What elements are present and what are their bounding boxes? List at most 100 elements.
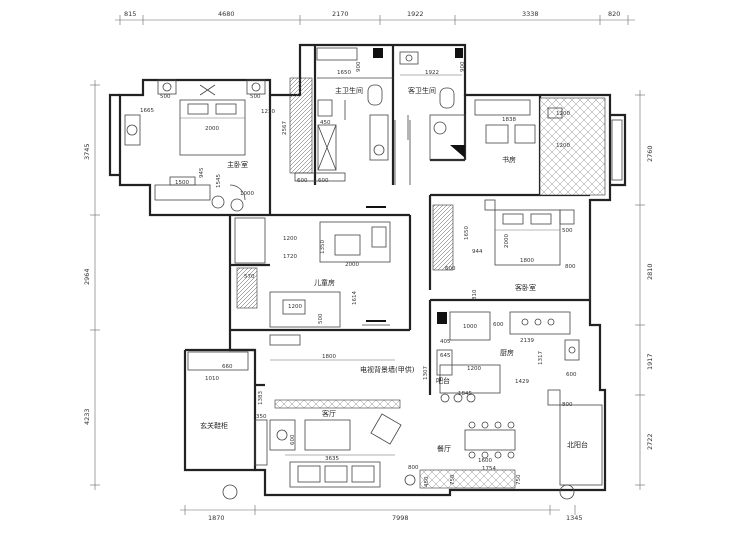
dim-3635: 3635 — [325, 456, 339, 462]
living-room-label: 客厅 — [322, 409, 336, 418]
top-dim-6: 820 — [608, 10, 620, 18]
dim-1800b: 1800 — [520, 258, 534, 264]
guest-bed — [494, 209, 561, 266]
children-desk — [234, 217, 266, 264]
dim-1383: 1383 — [258, 391, 264, 405]
master-bath-label: 主卫生间 — [335, 86, 363, 95]
armchair — [124, 114, 141, 146]
tv-wall-area: 1800 电视背景墙(甲供) — [269, 120, 415, 374]
exterior-walls — [108, 43, 627, 497]
dim-800c: 800 — [408, 465, 419, 471]
left-dim-1: 3745 — [83, 143, 91, 160]
bar-label: 吧台 — [436, 376, 450, 385]
dim-944: 944 — [472, 249, 483, 255]
dim-1307: 1307 — [423, 366, 429, 380]
dim-1720: 1720 — [283, 254, 297, 260]
dim-1200d: 1200 — [288, 304, 302, 310]
left-dim-3: 4233 — [83, 408, 91, 425]
dim-600e: 600 — [566, 372, 577, 378]
right-dim-4: 2722 — [646, 433, 654, 450]
dim-1650: 1650 — [337, 70, 351, 76]
bar-area: 吧台 1307 1845 1429 — [423, 364, 529, 403]
living-room: 客厅 3635 — [274, 399, 402, 488]
dim-1922: 1922 — [425, 70, 439, 76]
sink-guest-top — [399, 51, 419, 65]
dim-660: 660 — [222, 364, 233, 370]
left-dim-2: 2964 — [83, 268, 91, 285]
left-dimension-line: 3745 2964 4233 — [83, 80, 100, 490]
dim-1545: 1545 — [216, 174, 222, 188]
dim-2567: 2567 — [282, 121, 288, 135]
dim-750b: 750 — [516, 474, 522, 485]
corridor-markers — [344, 100, 409, 326]
top-dim-3: 2170 — [332, 10, 349, 18]
dining-room-label: 餐厅 — [437, 444, 451, 453]
tv-wall-label: 电视背景墙(甲供) — [360, 365, 415, 374]
shoe-cabinet — [187, 351, 249, 371]
study-label: 书房 — [502, 155, 516, 164]
bottom-dim-2: 7998 — [392, 514, 409, 522]
top-dimension-line: 815 4680 2170 1922 3338 820 — [115, 10, 635, 25]
dim-1000: 1000 — [240, 191, 254, 197]
master-bathroom: 主卫生间 1650 900 450 — [316, 47, 393, 171]
vanity-master — [369, 114, 389, 161]
bottom-dim-1: 1870 — [208, 514, 225, 522]
dim-2000b: 2000 — [345, 262, 359, 268]
dim-800a: 800 — [565, 264, 576, 270]
guest-bedroom: 客卧室 500 1650 944 2000 1800 800 600 810 — [432, 199, 591, 300]
bottom-dimension-line: 1870 7998 1345 — [180, 505, 583, 522]
master-bedroom-label: 主卧室 — [227, 160, 248, 169]
right-dim-2: 2810 — [646, 263, 654, 280]
dim-600c: 600 — [445, 266, 456, 272]
closet-strip: 2567 600 600 — [282, 77, 346, 184]
kitchen-counter-left — [449, 311, 491, 341]
dim-500d: 500 — [562, 228, 573, 234]
top-dim-4: 1922 — [407, 10, 424, 18]
dim-450b: 450 — [424, 476, 430, 487]
top-dim-2: 4680 — [218, 10, 235, 18]
entrance: 玄关鞋柜 660 1010 1383 350 600 — [187, 351, 296, 500]
children-bed — [319, 221, 391, 263]
kitchen: 厨房 1000 405 600 2139 645 1317 1200 600 — [436, 311, 580, 378]
dim-350: 350 — [256, 414, 267, 420]
right-dimension-line: 2760 2810 1917 2722 — [635, 90, 654, 490]
study-bookshelf-grid — [539, 97, 606, 196]
master-bedroom: 主卧室 500 500 1665 2000 1230 945 1500 1545… — [124, 79, 275, 212]
dim-1230: 1230 — [261, 109, 275, 115]
dim-2000a: 2000 — [205, 126, 219, 132]
dim-450: 450 — [320, 120, 331, 126]
entry-door-swing — [222, 484, 238, 500]
children-room-label: 儿童房 — [314, 278, 335, 287]
dim-500b: 500 — [250, 94, 261, 100]
dim-1200b: 1200 — [556, 143, 570, 149]
dim-750: 750 — [450, 474, 456, 485]
dim-600d: 600 — [493, 322, 504, 328]
wardrobe-master — [154, 184, 211, 201]
guest-wardrobe — [432, 204, 454, 271]
living-armchair — [370, 413, 402, 445]
north-balcony-label: 北阳台 — [567, 440, 588, 449]
dining-table — [464, 429, 516, 451]
living-sofa — [289, 461, 381, 488]
dim-900a: 900 — [356, 61, 362, 72]
kitchen-sink — [564, 339, 580, 361]
dim-1200e: 1200 — [467, 366, 481, 372]
dim-2000c: 2000 — [504, 234, 510, 248]
study-room: 书房 1838 1200 1200 — [474, 97, 623, 196]
dining-sideboard — [419, 469, 516, 489]
dim-945: 945 — [199, 167, 205, 178]
bottom-dim-3: 1345 — [566, 514, 583, 522]
dim-1650b: 1650 — [464, 226, 470, 240]
nightstand-right — [246, 79, 266, 95]
dim-500c: 500 — [318, 313, 324, 324]
dim-1800a: 1800 — [322, 354, 336, 360]
toilet-master — [367, 84, 383, 106]
dim-645: 645 — [440, 353, 451, 359]
dim-810: 810 — [472, 289, 478, 300]
interior-walls — [230, 45, 590, 395]
study-chair — [485, 124, 509, 144]
dim-1350: 1350 — [320, 240, 326, 254]
dim-2139: 2139 — [520, 338, 534, 344]
